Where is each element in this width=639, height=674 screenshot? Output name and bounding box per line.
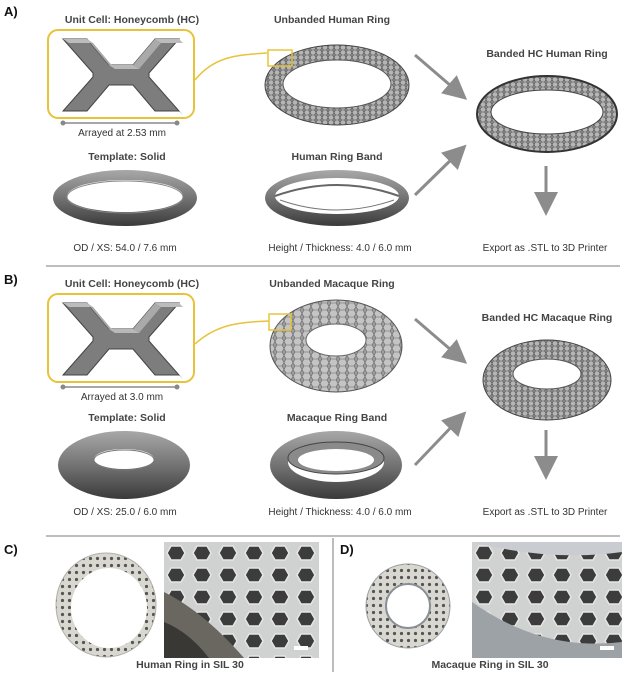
panel-a-arrow-down [534,166,558,216]
separator-a-b [46,265,620,267]
panel-c-caption: Human Ring in SIL 30 [136,659,244,671]
panel-d-ring-photo [356,560,466,656]
panel-b-template-title: Template: Solid [88,412,166,424]
panel-b-export-caption: Export as .STL to 3D Printer [482,507,608,518]
panel-a-unbanded-ring-image [264,44,410,126]
panel-c-ring-photo [52,548,160,658]
panel-b-unbanded-title: Unbanded Macaque Ring [269,278,395,290]
panel-c-label: C) [4,542,18,557]
panel-b-dimension-line [60,384,180,390]
panel-b-arrow-down-right [414,317,468,364]
panel-a-arrayed-caption: Arrayed at 2.53 mm [78,128,166,139]
panel-a-od-caption: OD / XS: 54.0 / 7.6 mm [73,243,177,254]
separator-c-d [332,538,334,672]
panel-a-arrow-down-right [414,53,468,100]
panel-a-banded-title: Banded HC Human Ring [486,48,608,60]
panel-d-closeup-photo [472,542,622,658]
panel-b-template-ring-image [58,431,190,499]
panel-d-caption: Macaque Ring in SIL 30 [431,659,549,671]
panel-a-height-caption: Height / Thickness: 4.0 / 6.0 mm [268,243,412,254]
panel-a-template-title: Template: Solid [88,151,166,163]
panel-b-arrow-down [534,430,558,480]
panel-b-unit-cell-image [47,293,195,383]
panel-a-arrow-up-right [413,144,467,197]
panel-a-template-ring-image [53,170,197,226]
panel-a-band-image [265,170,409,226]
panel-d-label: D) [340,542,354,557]
panel-c-scale-bar [294,646,308,650]
panel-b-banded-ring-image [482,339,612,421]
panel-b-arrow-up-right [413,411,467,467]
panel-b-od-caption: OD / XS: 25.0 / 6.0 mm [73,507,177,518]
panel-b-label: B) [4,272,18,287]
panel-b-unit-cell-title: Unit Cell: Honeycomb (HC) [64,278,200,290]
panel-a-label: A) [4,4,18,19]
panel-d-scale-bar [600,646,614,650]
panel-a-unbanded-title: Unbanded Human Ring [273,14,391,26]
panel-a-band-title: Human Ring Band [291,151,383,163]
panel-c-closeup-photo [164,542,319,658]
panel-b-arrayed-caption: Arrayed at 3.0 mm [80,392,164,403]
panel-a-unit-cell-title: Unit Cell: Honeycomb (HC) [64,14,200,26]
panel-b-connector-curve [194,320,270,345]
separator-b-cd [46,535,620,537]
panel-a-export-caption: Export as .STL to 3D Printer [482,243,608,254]
panel-a-connector-curve [194,52,268,81]
panel-b-band-title: Macaque Ring Band [286,412,388,424]
panel-a-unit-cell-image [47,29,195,119]
panel-a-banded-ring-image [476,75,618,153]
panel-a-dimension-line [60,120,180,126]
panel-b-band-image [270,431,402,499]
panel-b-height-caption: Height / Thickness: 4.0 / 6.0 mm [268,507,412,518]
panel-b-unbanded-ring-image [268,299,403,393]
panel-b-banded-title: Banded HC Macaque Ring [481,312,613,324]
